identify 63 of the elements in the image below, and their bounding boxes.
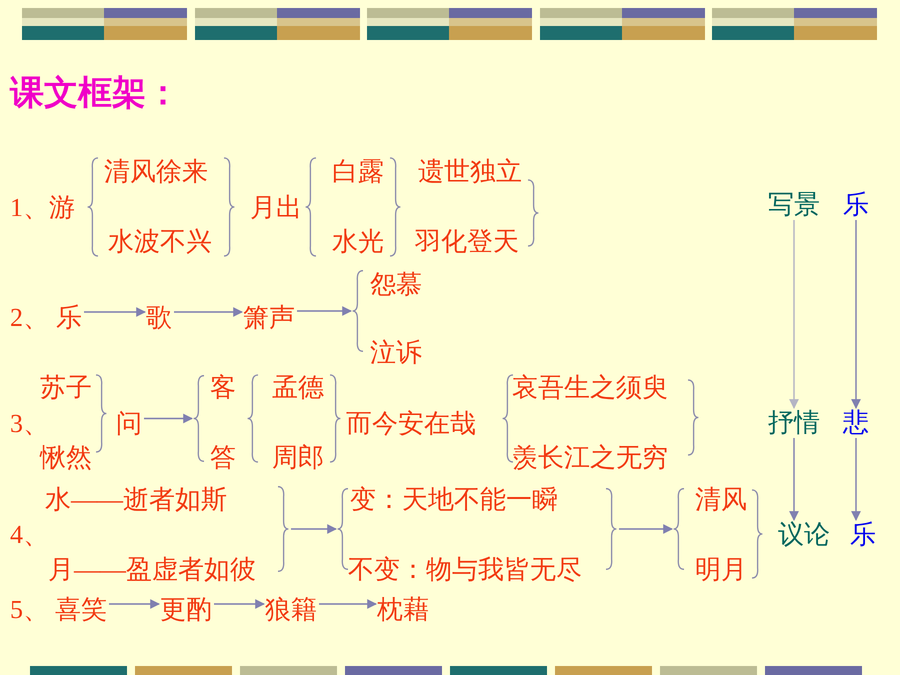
arrow: [851, 220, 861, 409]
term-text: 羽化登天: [415, 227, 519, 257]
term-text: 苏子: [40, 373, 92, 403]
term-text: 3、: [10, 409, 49, 439]
arrow: [619, 524, 673, 534]
term-text: 遗世独立: [418, 157, 522, 187]
curly-brace: [352, 270, 363, 352]
term-text: 1、游: [10, 193, 75, 223]
arrow: [297, 306, 352, 316]
arrow: [789, 438, 799, 521]
term-text: 月出: [250, 193, 302, 223]
term-text: 哀吾生之须臾: [512, 373, 668, 403]
term-text: 水波不兴: [108, 227, 212, 257]
term-text: 而今安在哉: [346, 409, 476, 439]
term-text: 狼籍: [265, 595, 317, 625]
curly-brace: [673, 488, 684, 570]
term-text: 更酌: [160, 595, 212, 625]
arrow: [291, 524, 337, 534]
term-text: 孟德: [272, 373, 324, 403]
term-text: 答: [210, 443, 236, 473]
term-text: 问: [116, 409, 142, 439]
term-text: 周郎: [272, 443, 324, 473]
arrow: [851, 438, 861, 521]
term-text: 抒情: [768, 408, 820, 438]
term-text: 喜笑: [55, 595, 107, 625]
term-text: 清风徐来: [104, 157, 208, 187]
term-text: 羡长江之无穷: [512, 443, 668, 473]
term-text: 白露: [332, 157, 384, 187]
term-text: 客: [210, 373, 236, 403]
arrow: [789, 220, 799, 409]
term-text: 枕藉: [377, 595, 429, 625]
term-text: 清风: [695, 485, 747, 515]
curly-brace: [606, 488, 617, 570]
arrow: [319, 599, 377, 609]
arrow: [174, 307, 243, 317]
curly-brace: [337, 488, 348, 570]
term-text: 水——逝者如斯: [45, 485, 227, 515]
term-text: 变：天地不能一瞬: [350, 485, 558, 515]
term-text: 泣诉: [370, 338, 422, 368]
term-text: 乐: [850, 520, 876, 550]
term-text: 歌: [146, 303, 172, 333]
arrow: [214, 599, 265, 609]
term-text: 水光: [332, 227, 384, 257]
term-text: 4、: [10, 520, 49, 550]
term-text: 乐: [56, 303, 82, 333]
term-text: 5、: [10, 595, 49, 625]
curly-brace: [278, 486, 289, 572]
arrow: [109, 599, 160, 609]
term-text: 乐: [843, 190, 869, 220]
term-text: 不变：物与我皆无尽: [348, 555, 582, 585]
term-text: 月——盈虚者如彼: [48, 555, 256, 585]
term-text: 箫声: [243, 303, 295, 333]
term-text: 怨慕: [370, 270, 422, 300]
term-text: 悲: [843, 408, 869, 438]
arrow: [144, 414, 193, 424]
term-text: 写景: [768, 190, 820, 220]
term-text: 明月: [695, 555, 747, 585]
curly-brace: [193, 375, 204, 462]
term-text: 愀然: [40, 443, 92, 473]
term-text: 2、: [10, 303, 49, 333]
slide-title: 课文框架：: [10, 74, 180, 114]
arrow: [84, 307, 146, 317]
term-text: 议论: [778, 520, 830, 550]
